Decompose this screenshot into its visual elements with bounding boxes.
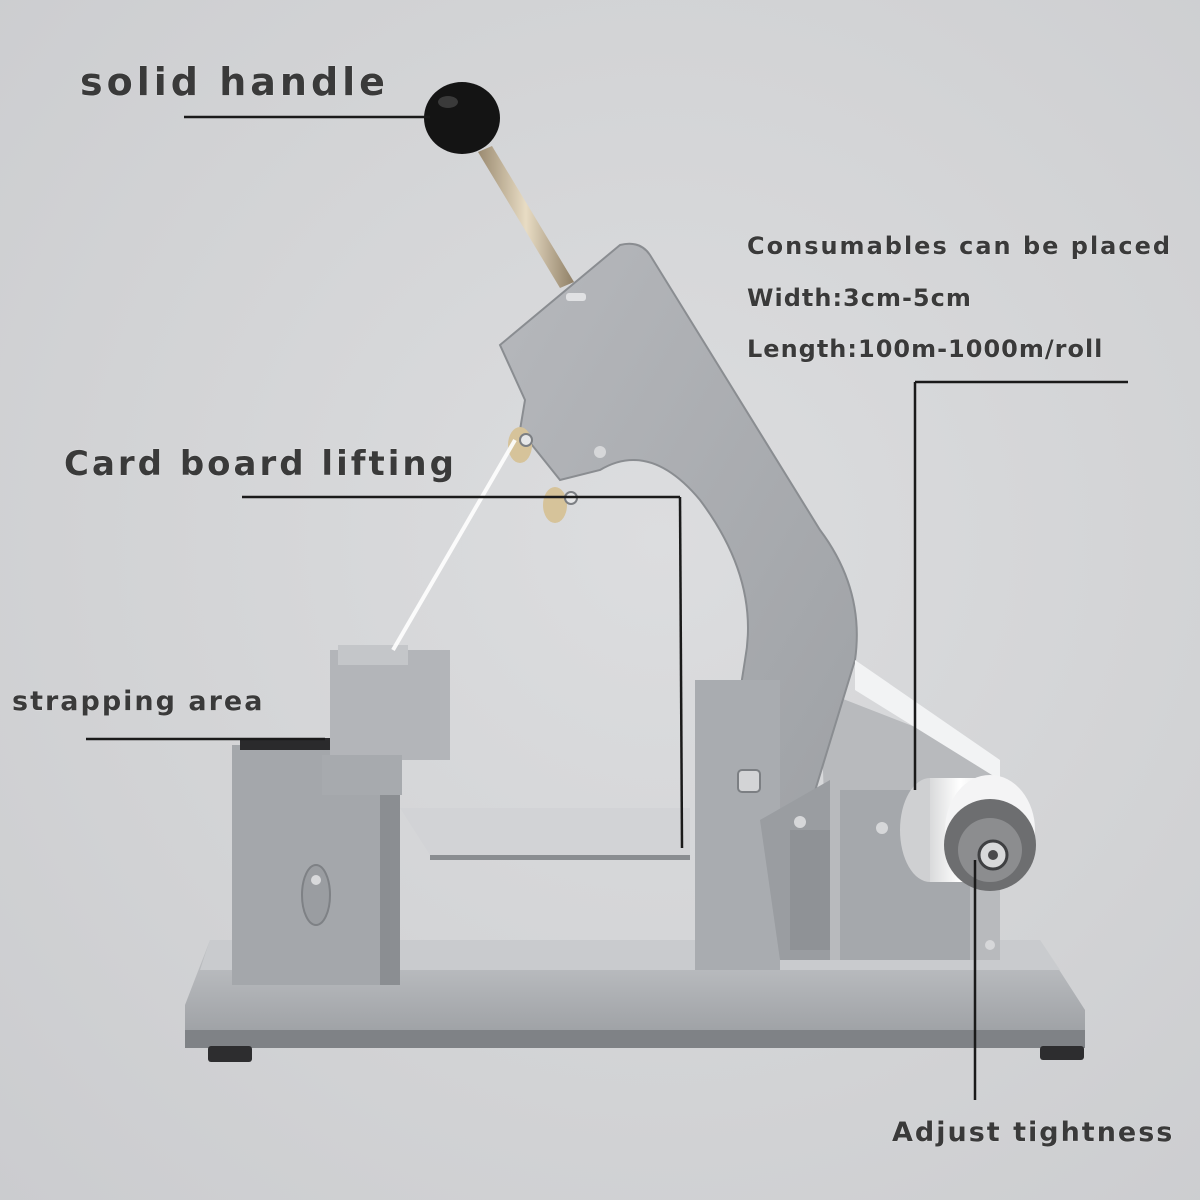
- label-length: Length:100m-1000m/roll: [747, 335, 1104, 363]
- callout-lines: [86, 115, 1128, 1100]
- feed-tray: [400, 808, 690, 860]
- strapping-box: [232, 645, 450, 985]
- strap-tape: [391, 438, 517, 652]
- tape-roll: [900, 775, 1036, 891]
- label-adjust-tightness: Adjust tightness: [892, 1117, 1175, 1148]
- label-strapping-area: strapping area: [12, 686, 265, 717]
- lever-arm: [498, 242, 858, 970]
- label-width: Width:3cm-5cm: [747, 284, 972, 312]
- rubber-feet: [208, 1046, 1084, 1062]
- tape-band: [855, 660, 1000, 780]
- label-card-board-lifting: Card board lifting: [64, 444, 457, 484]
- label-solid-handle: solid handle: [80, 60, 389, 104]
- label-consumables: Consumables can be placed: [747, 232, 1173, 260]
- handle-rod: [478, 146, 574, 288]
- handle-knob: [424, 82, 500, 154]
